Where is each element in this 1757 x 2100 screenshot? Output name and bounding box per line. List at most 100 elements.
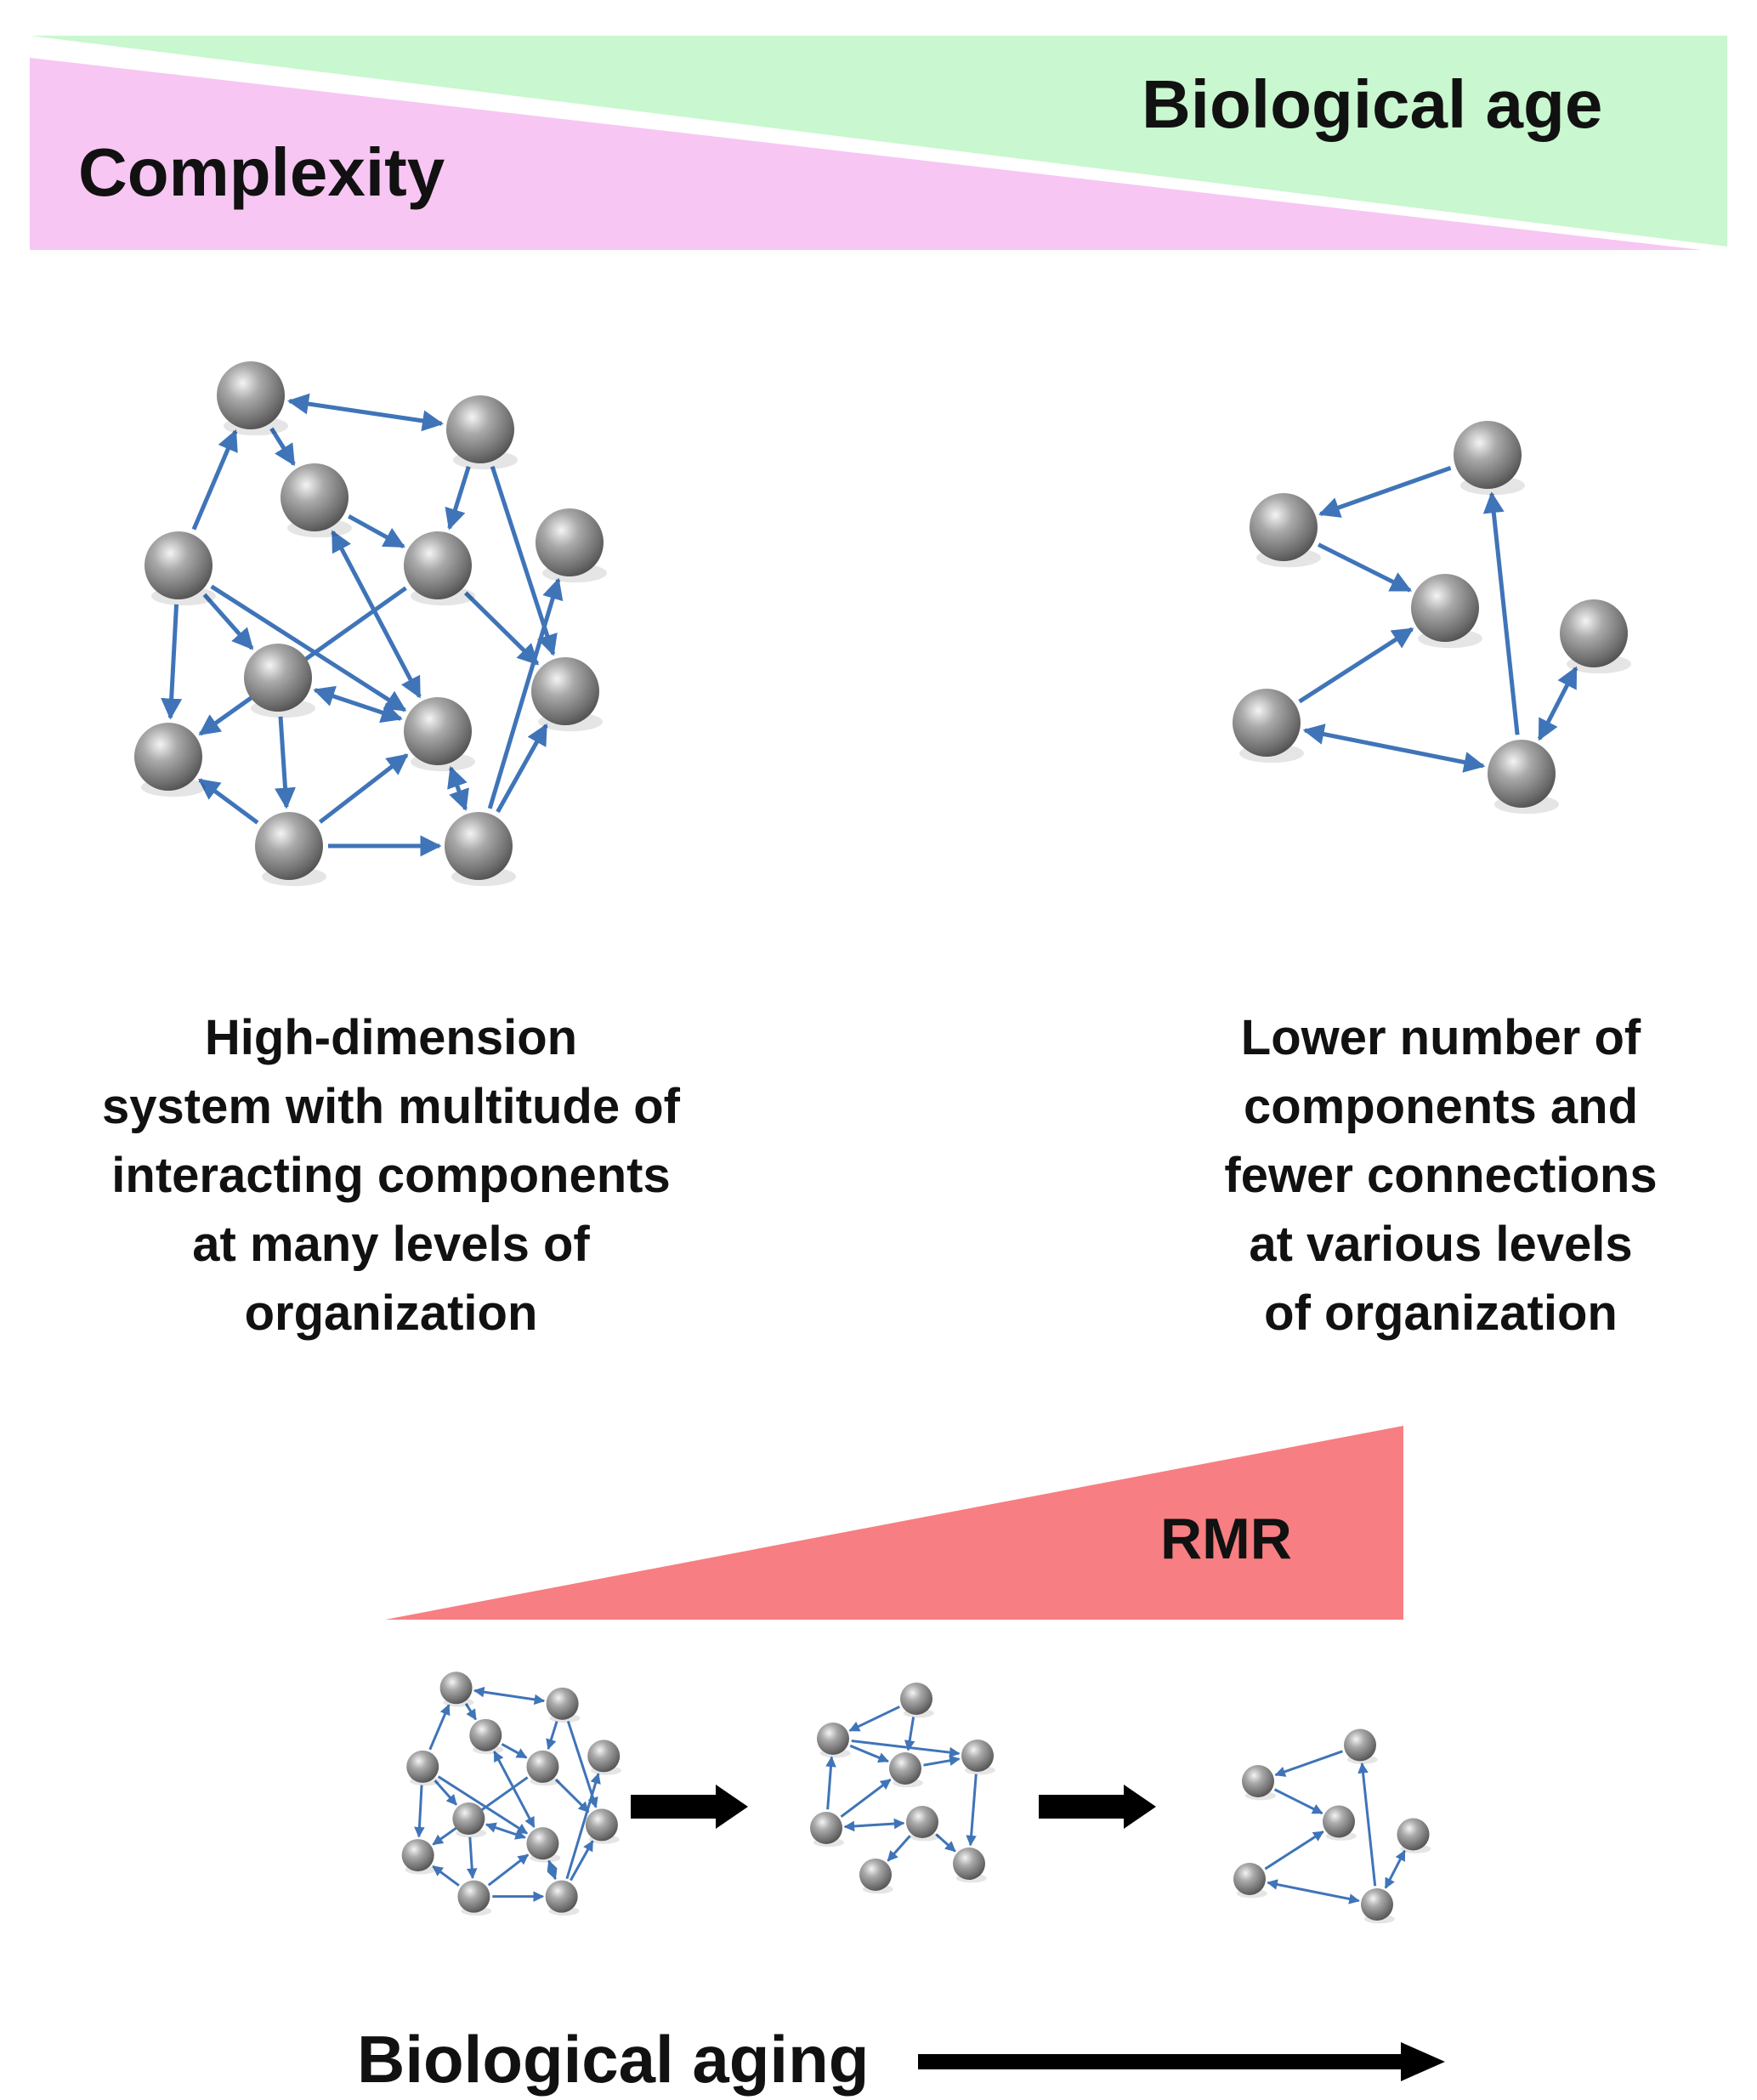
network-node — [1250, 493, 1318, 561]
network-node — [961, 1740, 994, 1772]
rmr-wedge — [385, 1426, 1403, 1620]
network-node — [404, 531, 472, 599]
network-node — [587, 1740, 621, 1773]
aging-arrow-shaft — [918, 2054, 1411, 2069]
network-node — [1397, 1818, 1430, 1851]
connection-arrow — [1273, 1788, 1323, 1815]
caption-lower-number: Lower number of components and fewer con… — [1165, 1003, 1717, 1348]
network-node — [1233, 689, 1301, 757]
network-node — [1242, 1765, 1274, 1797]
connection-arrow — [414, 1785, 425, 1838]
network-node — [439, 1671, 473, 1705]
network-node — [906, 1806, 938, 1838]
connection-arrow — [191, 429, 238, 531]
caption-line: at various levels — [1249, 1217, 1633, 1272]
network-node — [281, 463, 349, 531]
connection-arrow — [434, 1779, 458, 1806]
network-node — [217, 361, 285, 429]
connection-arrow — [331, 530, 422, 699]
connection-arrow — [1482, 491, 1520, 735]
connection-arrow — [1384, 1849, 1406, 1889]
network-node — [134, 723, 202, 791]
connection-arrow — [490, 465, 558, 656]
network-node — [1344, 1728, 1376, 1762]
stage-arrow-1 — [631, 1785, 748, 1829]
network-complex-large — [134, 361, 607, 887]
connection-arrow — [485, 1822, 526, 1840]
connection-arrow — [1302, 724, 1486, 773]
caption-line: fewer connections — [1224, 1148, 1658, 1203]
connection-arrow — [1318, 466, 1452, 518]
caption-line: High-dimension — [204, 1010, 578, 1065]
connection-arrow — [493, 1751, 536, 1828]
connection-arrow — [1318, 542, 1413, 593]
network-node — [536, 508, 604, 576]
network-node — [531, 657, 599, 725]
network-node — [469, 1718, 502, 1751]
network-node — [810, 1812, 842, 1844]
network-node — [1454, 421, 1522, 489]
connection-arrow — [487, 577, 564, 809]
connection-arrow — [1537, 666, 1578, 741]
connection-arrow — [849, 1744, 889, 1763]
connection-arrow — [473, 1686, 546, 1706]
connection-arrow — [1274, 1750, 1343, 1777]
stage-arrow-2 — [1039, 1785, 1156, 1829]
connection-arrow — [269, 427, 296, 467]
network-stage-old — [1233, 1728, 1431, 1924]
connection-arrow — [275, 716, 296, 809]
network-stage-middle — [810, 1683, 995, 1894]
connection-arrow — [447, 765, 469, 812]
connection-arrow — [935, 1833, 956, 1853]
connection-arrow — [848, 1706, 900, 1732]
caption-line: organization — [244, 1286, 538, 1341]
caption-line: interacting components — [111, 1148, 671, 1203]
connection-arrow — [318, 753, 409, 824]
biological-age-label: Biological age — [1142, 66, 1603, 142]
connection-arrow — [966, 1774, 978, 1847]
connection-arrow — [546, 1721, 558, 1751]
network-node — [244, 644, 312, 712]
network-node — [445, 812, 513, 880]
network-node — [889, 1752, 921, 1785]
connection-arrow — [904, 1717, 915, 1751]
network-node — [859, 1859, 892, 1891]
network-node — [546, 1687, 579, 1720]
network-node — [404, 697, 472, 765]
network-node — [255, 812, 323, 880]
network-stage-young — [401, 1671, 622, 1916]
caption-high-dimension: High-dimension system with multitude of … — [34, 1003, 748, 1348]
network-node — [526, 1750, 559, 1783]
connection-arrow — [197, 778, 259, 825]
network-node — [452, 1802, 485, 1836]
network-node — [446, 395, 514, 463]
connection-arrow — [1267, 1879, 1360, 1904]
connection-arrow — [463, 591, 540, 666]
connection-arrow — [496, 723, 548, 814]
network-node — [585, 1808, 618, 1842]
connection-arrow — [487, 1853, 530, 1887]
connection-arrow — [570, 1840, 594, 1881]
caption-line: system with multitude of — [102, 1079, 680, 1134]
connection-arrow — [1298, 627, 1414, 704]
complexity-wedge — [30, 58, 1702, 250]
connection-arrow — [840, 1778, 892, 1819]
connection-arrow — [445, 466, 471, 531]
network-node — [457, 1880, 490, 1913]
network-node — [145, 531, 213, 599]
connection-arrow — [923, 1755, 961, 1767]
network-node — [526, 1827, 559, 1860]
caption-line: components and — [1243, 1079, 1639, 1134]
connection-arrow — [565, 1773, 601, 1880]
aging-arrow-head — [1401, 2042, 1445, 2081]
biological-aging-label: Biological aging — [357, 2022, 870, 2097]
connection-arrow — [547, 1859, 558, 1881]
connection-arrow — [825, 1756, 836, 1810]
network-node — [401, 1839, 434, 1872]
caption-line: Lower number of — [1240, 1010, 1641, 1065]
network-node — [1560, 599, 1628, 667]
connection-arrow — [554, 1779, 590, 1813]
connection-arrow — [313, 685, 403, 724]
